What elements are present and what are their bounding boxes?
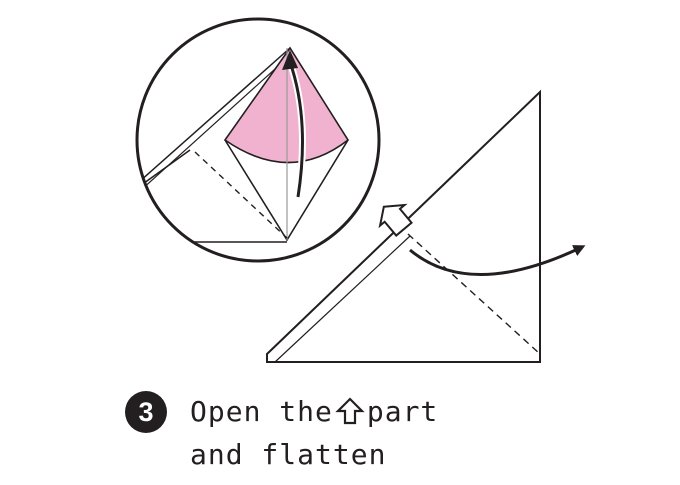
open-arrow-icon [378,203,413,237]
flap-edge-inner [274,235,411,363]
instruction-line-2: and flatten [190,438,387,471]
flap-edge [266,151,479,355]
main-paper [266,89,586,363]
paper-edge-inner [137,59,286,201]
curved-open-arrow [409,245,586,276]
paper-edge-top [137,47,291,191]
instruction-text-part: part [366,395,439,428]
fold-line-dashed [194,151,288,239]
step-number: 3 [138,397,153,427]
instruction-line-1: Open the part [190,397,438,426]
instruction-text-open: Open the [190,395,333,428]
open-arrow-icon [335,397,365,425]
paper-edge-left [139,149,191,187]
arrowhead-up [282,50,298,70]
curved-arrow-icon [288,61,304,198]
zoom-detail [135,17,381,263]
diagonal-fold-dashed [407,233,541,355]
step-number-badge: 3 [125,391,167,433]
